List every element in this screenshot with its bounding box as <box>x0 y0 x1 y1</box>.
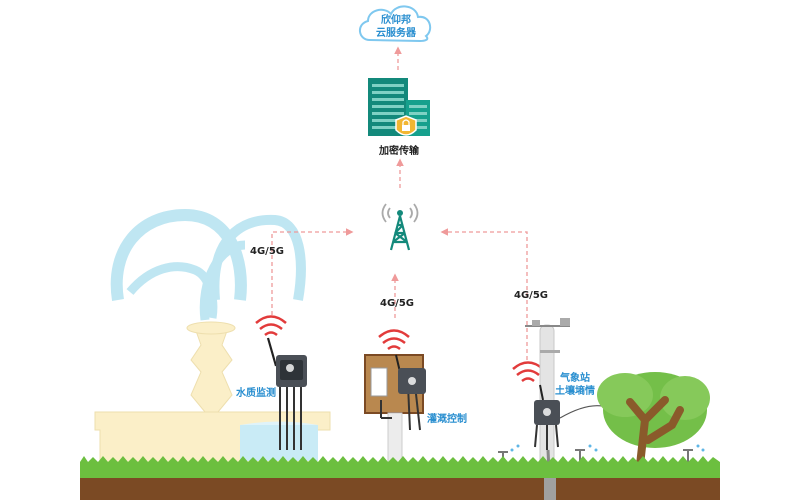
link-label-right: 4G/5G <box>514 290 548 301</box>
data-flow-arrows <box>271 46 528 360</box>
arrow-right-to-tower <box>440 228 528 360</box>
cloud-server-label: 欣仰邦 云服务器 <box>366 14 426 40</box>
lock-icon <box>395 115 417 136</box>
irrigation-controller-illustration <box>364 354 426 466</box>
wifi-signal-icon <box>255 315 287 337</box>
cloud-icon <box>359 5 432 43</box>
arrow-left-to-tower <box>271 228 354 315</box>
weather-label: 气象站 土壤墒情 <box>555 372 595 398</box>
wifi-signal-icon <box>378 329 410 351</box>
cloud-label-line2: 云服务器 <box>376 28 416 39</box>
cell-tower-icon <box>381 203 419 251</box>
link-label-left: 4G/5G <box>250 246 284 257</box>
encryption-label: 加密传输 <box>379 146 419 157</box>
wifi-signal-icon <box>512 361 544 383</box>
cloud-label-line1: 欣仰邦 <box>381 15 411 26</box>
ground <box>80 456 720 500</box>
weather-label-line1: 气象站 <box>560 373 590 384</box>
link-label-middle: 4G/5G <box>380 298 414 309</box>
weather-label-line2: 土壤墒情 <box>555 386 595 397</box>
irrigation-label: 灌溉控制 <box>427 414 467 425</box>
sensor-device-icon <box>266 337 307 450</box>
water-quality-label: 水质监测 <box>236 388 276 399</box>
tree-icon <box>597 372 710 469</box>
